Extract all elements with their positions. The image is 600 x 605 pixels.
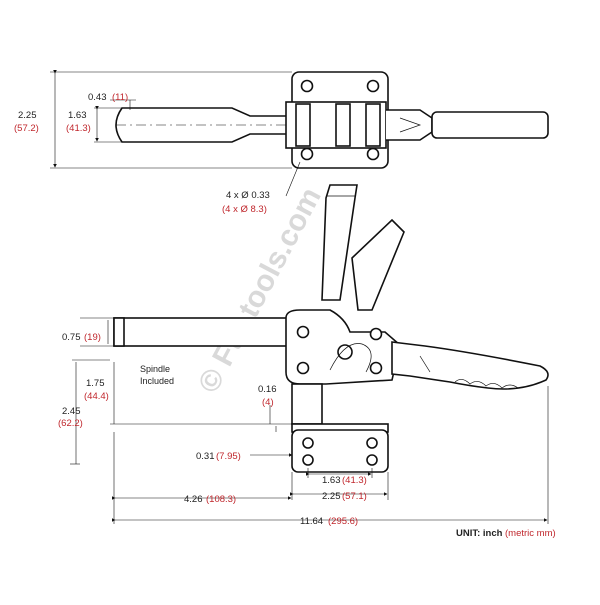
- side-base-plate: [291, 429, 389, 473]
- pivot-4: [369, 361, 383, 375]
- side-bolt-hole-1: [302, 437, 314, 449]
- base-upright: [291, 383, 323, 425]
- dim-holes-value: 4 x Ø 0.33: [226, 190, 270, 201]
- top-view-dimensions: 2.25 (57.2) 1.63 (41.3) 0.43 (11) 4 x Ø …: [14, 70, 301, 215]
- top-handle-neck: [386, 109, 433, 141]
- side-view-dimensions: 0.75 (19) 1.75 (44.4) 2.45 (62.2) 0.16 (…: [58, 317, 549, 527]
- dim-base-height-metric: (62.2): [58, 418, 83, 429]
- side-handle-grip: [391, 341, 549, 390]
- top-bolt-hole-4: [366, 147, 380, 161]
- handle-grip-ridges: [454, 379, 519, 389]
- dim-spindle-height-metric: (44.4): [84, 391, 109, 402]
- dim-spindle-height-value: 1.75: [86, 378, 105, 389]
- raised-handle-lower: [351, 218, 405, 311]
- spindle-note-line1: Spindle: [140, 364, 170, 374]
- dim-handle-width-metric: (11): [112, 92, 128, 103]
- top-handle-grip: [431, 111, 549, 139]
- units-metric-label: (metric mm): [505, 528, 556, 539]
- pivot-3: [337, 344, 353, 360]
- dim-plate-thickness-value: 0.31: [196, 451, 215, 462]
- dim-reach-metric: (108.3): [206, 494, 236, 505]
- raised-handle-upper: [321, 184, 358, 301]
- pivot-5: [369, 327, 383, 341]
- top-view-clamp: [115, 71, 549, 169]
- dim-bolt-spacing-metric: (41.3): [66, 123, 91, 134]
- dim-overall-height-value: 2.25: [18, 110, 37, 121]
- units-label: UNIT: inch: [456, 528, 503, 539]
- spindle-note-line2: Included: [140, 376, 174, 386]
- dim-hole-spacing-value: 1.63: [322, 475, 341, 486]
- top-bolt-hole-2: [366, 79, 380, 93]
- dim-reach-value: 4.26: [184, 494, 203, 505]
- dim-overall-length-metric: (295.6): [328, 516, 358, 527]
- dim-plate-thickness-metric: (7.95): [216, 451, 241, 462]
- dim-bolt-spacing-value: 1.63: [68, 110, 87, 121]
- spindle-bar: [113, 317, 301, 347]
- dim-bar-thickness-value: 0.75: [62, 332, 81, 343]
- dim-small-offset-value: 0.16: [258, 384, 277, 395]
- side-bolt-hole-4: [366, 454, 378, 466]
- dim-bar-thickness-metric: (19): [84, 332, 101, 343]
- side-view-clamp: [113, 184, 549, 473]
- dim-overall-length-value: 11.64: [300, 516, 323, 527]
- dim-overall-height-metric: (57.2): [14, 123, 39, 134]
- dim-base-width-value: 2.25: [322, 491, 341, 502]
- dim-holes-metric: (4 x Ø 8.3): [222, 204, 267, 215]
- side-bolt-hole-2: [366, 437, 378, 449]
- dim-small-offset-metric: (4): [262, 397, 274, 408]
- pivot-1: [296, 325, 310, 339]
- dim-base-height-value: 2.45: [62, 406, 81, 417]
- dim-base-width-metric: (57.1): [342, 491, 367, 502]
- top-bolt-hole-1: [300, 79, 314, 93]
- dim-hole-spacing-metric: (41.3): [342, 475, 367, 486]
- pivot-2: [296, 361, 310, 375]
- dim-handle-width-value: 0.43: [88, 92, 107, 103]
- top-bolt-hole-3: [300, 147, 314, 161]
- side-bolt-hole-3: [302, 454, 314, 466]
